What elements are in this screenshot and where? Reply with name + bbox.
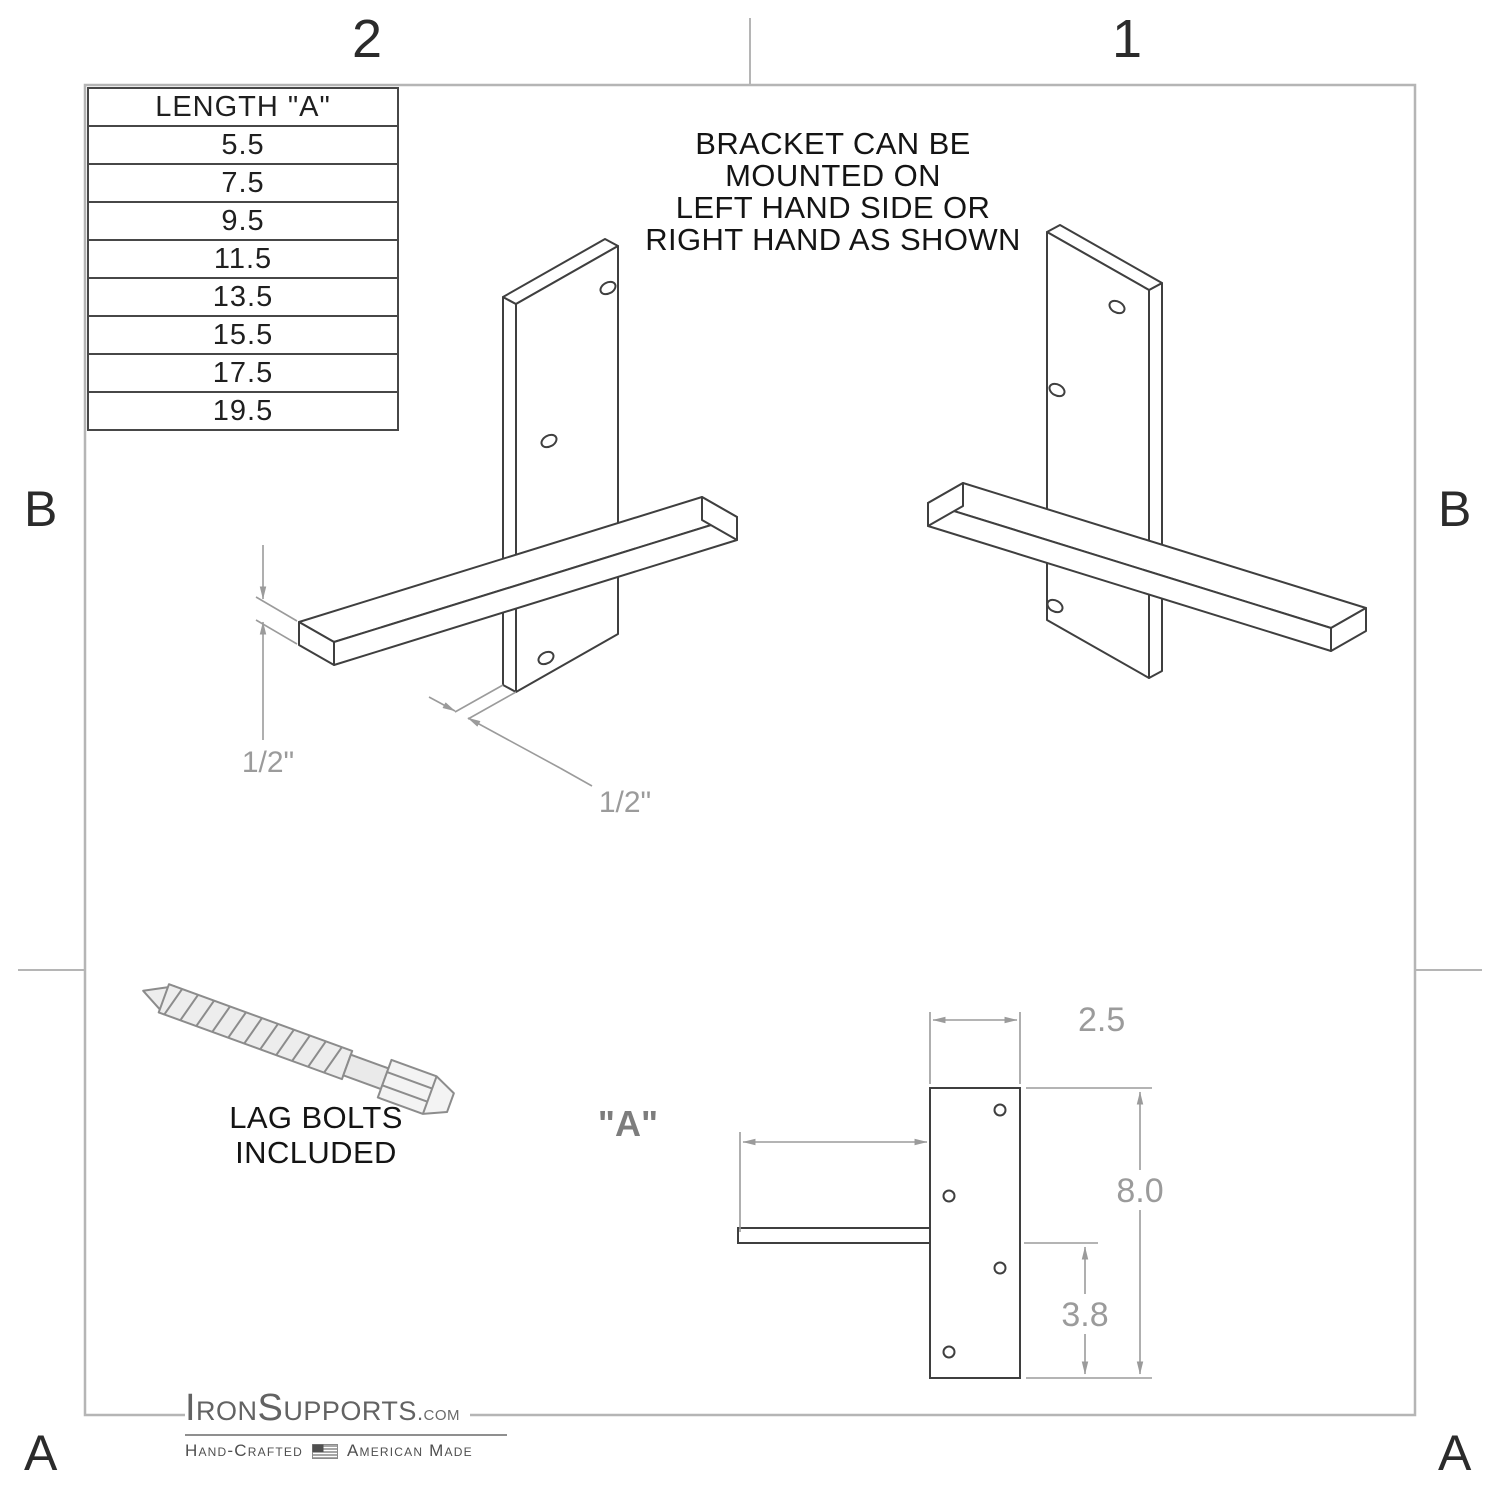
table-row: 19.5 [89,391,397,429]
table-row: 7.5 [89,163,397,201]
plate-thickness-arrow-right [467,717,561,769]
bolt-threads [163,988,343,1074]
ortho-plate [929,1087,1021,1379]
zone-row-b-right: B [1438,481,1472,537]
zone-column-1: 1 [1112,9,1143,69]
us-flag-icon [311,1443,338,1459]
bracket-left-holes [537,280,617,666]
bolt-collar [342,1053,390,1091]
height-label-mask [1112,1170,1168,1210]
plate-thickness-extension-lines [454,684,517,720]
hardware-line: LAG BOLTS [229,1100,403,1135]
frame-border [83,83,1417,1417]
tagline-right: American Made [346,1441,473,1460]
bolt-threaded-shank [157,983,354,1081]
ortho-view [737,1087,1021,1379]
plate-thickness-leader [559,767,593,787]
mounting-note: BRACKET CAN BE MOUNTED ON LEFT HAND SIDE… [633,128,1033,256]
length-table: LENGTH "A" 5.5 7.5 9.5 11.5 13.5 15.5 17… [87,87,399,431]
note-line: LEFT HAND SIDE OR [675,190,991,225]
note-line: RIGHT HAND AS SHOWN [645,222,1021,257]
brand-main-text: IronSupports [185,1387,417,1429]
iso-dimensions [255,545,593,787]
hole-offset-label: 3.8 [1061,1296,1108,1334]
table-row: 5.5 [89,125,397,163]
bolt-hole [1048,382,1066,398]
table-row: 11.5 [89,239,397,277]
bolt-hole [993,1261,1007,1275]
sheet-frame [18,18,1482,1417]
zone-column-2: 2 [352,9,383,69]
brand-tld-text: .com [416,1400,461,1425]
tagline-left: Hand-Crafted [185,1441,303,1460]
table-row: 13.5 [89,277,397,315]
table-row: 17.5 [89,353,397,391]
table-header: LENGTH "A" [155,90,331,123]
shelf-length-label: "A" [598,1103,658,1144]
brand-name: IronSupports.com [185,1387,471,1433]
table-row: 9.5 [89,201,397,239]
zone-row-a-right: A [1438,1425,1472,1481]
bolt-hole [942,1345,956,1359]
bracket-right-iso [927,224,1367,679]
bolt-hole [942,1189,956,1203]
shelf-thickness-label: 1/2" [242,746,294,779]
logo-tagline: Hand-Crafted American Made [185,1441,507,1461]
bracket-right-holes [1046,299,1126,614]
bolt-hole [993,1103,1007,1117]
note-line: MOUNTED ON [725,158,941,193]
plate-height-label: 8.0 [1116,1172,1163,1210]
zone-row-a-left: A [24,1425,58,1481]
bolt-hole [540,433,558,449]
zone-row-b-left: B [24,481,58,537]
plate-width-label: 2.5 [1078,1001,1125,1039]
offset-label-mask [1058,1294,1112,1334]
logo-divider [185,1434,507,1436]
table-row: 15.5 [89,315,397,353]
bolt-hex-facets [381,1071,438,1115]
bolt-hole [599,280,617,296]
plate-thickness-label: 1/2" [599,786,651,819]
note-line: BRACKET CAN BE [695,126,971,161]
bolt-hole [1108,299,1126,315]
width-extension-lines [929,1012,1021,1084]
height-extension-lines [1026,1087,1152,1379]
hardware-line: INCLUDED [235,1135,397,1170]
plate-thickness-arrow-left [428,696,456,712]
ortho-shelf [737,1227,931,1244]
shelf-thickness-extension-lines [255,596,298,645]
bolt-hole [537,650,555,666]
lag-bolt-illustration [142,983,455,1115]
brand-logo: IronSupports.com Hand-Crafted American M… [185,1387,507,1461]
bracket-left-iso [298,238,738,693]
lag-bolts-note: LAG BOLTS INCLUDED [160,1100,472,1170]
bolt-hole [1046,598,1064,614]
bracket-right-shape [927,224,1367,679]
zone-tick-marks [18,18,1482,971]
